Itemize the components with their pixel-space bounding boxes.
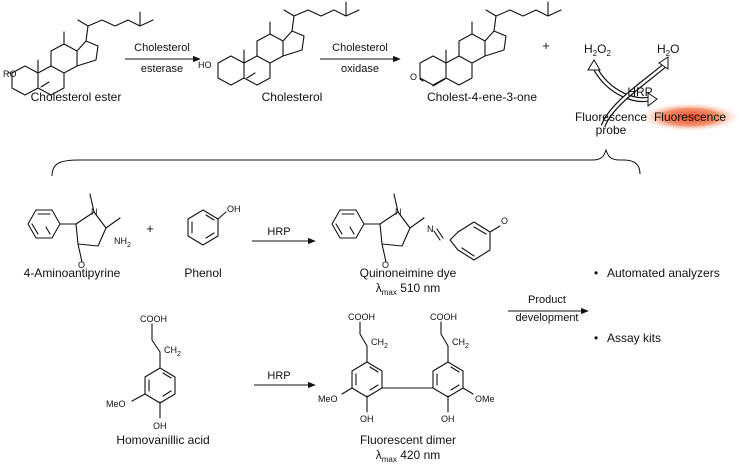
cholesterol-ester-structure: RO xyxy=(3,11,154,96)
fluorescence-glow xyxy=(638,102,742,132)
hva-cooh-label: COOH xyxy=(140,314,167,324)
hrp-label-reaction1: HRP xyxy=(267,226,290,238)
aap-nh2-label: NH2 xyxy=(114,236,131,249)
hrp-label-reaction2: HRP xyxy=(267,370,290,382)
cholesterol-label: Cholesterol xyxy=(262,90,323,104)
dye-o1-label: O xyxy=(382,260,389,270)
cholesterol-structure: HO xyxy=(198,1,360,86)
ho-group-label: HO xyxy=(198,60,212,70)
dye-o2-label: O xyxy=(501,216,508,226)
automated-analyzers-label: Automated analyzers xyxy=(607,266,720,280)
phenol-label: Phenol xyxy=(184,266,221,280)
fluorescence-probe-line1: Fluorescence xyxy=(575,110,647,124)
oxo-label: O xyxy=(410,72,417,82)
section-brace xyxy=(51,148,641,177)
oxidase-label-line2: oxidase xyxy=(341,63,379,75)
cholesterol-ester-label: Cholesterol ester xyxy=(31,90,122,104)
hrp-cycle-label: HRP xyxy=(627,85,652,99)
fluorescent-dimer-structure: COOH COOH CH2 CH2 MeO OMe OH OH xyxy=(318,312,495,424)
lambda-510-label: λmax 510 nm xyxy=(376,281,440,297)
phenol-oh-label: OH xyxy=(227,204,241,214)
quinoneimine-dye-label: Quinoneimine dye xyxy=(360,266,457,280)
hva-meo-label: MeO xyxy=(106,399,126,409)
esterase-label-line2: esterase xyxy=(141,63,183,75)
fluorescence-product-label: Fluorescence xyxy=(654,110,726,124)
homovanillic-acid-label: Homovanillic acid xyxy=(116,433,209,447)
dye-n2-label: N xyxy=(427,224,434,234)
fluorescent-dimer-label: Fluorescent dimer xyxy=(360,433,456,447)
dimer-cooh-right: COOH xyxy=(430,312,457,322)
bullet-automated-analyzers: • xyxy=(594,266,598,280)
aap-n-label: N xyxy=(91,207,98,217)
dimer-meo-label: MeO xyxy=(318,394,338,404)
esterase-label-line1: Cholesterol xyxy=(134,42,190,54)
product-development-line2: development xyxy=(516,312,579,324)
assay-kits-label: Assay kits xyxy=(607,331,661,345)
bullet-assay-kits: • xyxy=(594,331,598,345)
dimer-oh-right: OH xyxy=(441,414,455,424)
product-development-line1: Product xyxy=(528,294,566,306)
fluorescence-probe-line2: probe xyxy=(596,123,627,137)
aap-o-label: O xyxy=(78,260,85,270)
lambda-420-label: λmax 420 nm xyxy=(376,448,440,464)
hva-oh-label: OH xyxy=(153,421,167,431)
phenol-structure: OH xyxy=(187,204,241,246)
quinoneimine-structure: N N O O xyxy=(331,193,508,270)
dimer-cooh-left: COOH xyxy=(348,312,375,322)
h2o-label: H2O xyxy=(657,42,679,58)
oxidase-label-line1: Cholesterol xyxy=(332,42,388,54)
dye-n1-label: N xyxy=(395,207,402,217)
hrp-cycle: H2O2 H2O HRP Fluorescence probe Fluoresc… xyxy=(575,42,742,137)
cholestenone-label: Cholest-4-ene-3-one xyxy=(427,90,537,104)
hva-ch2-label: CH2 xyxy=(164,345,181,358)
plus-sign-top: + xyxy=(542,38,550,53)
dimer-ch2-right: CH2 xyxy=(452,337,469,350)
aminoantipyrine-structure: N NH2 O xyxy=(27,193,131,270)
dimer-ome-label: OMe xyxy=(475,394,495,404)
h2o2-label: H2O2 xyxy=(584,42,611,58)
dimer-ch2-left: CH2 xyxy=(371,337,388,350)
cholestenone-structure: O xyxy=(410,1,562,87)
plus-sign-reaction1: + xyxy=(146,221,154,236)
homovanillic-acid-structure: COOH CH2 MeO OH xyxy=(106,314,181,431)
dimer-oh-left: OH xyxy=(360,414,374,424)
ro-group-label: RO xyxy=(3,69,17,79)
aminoantipyrine-label: 4-Aminoantipyrine xyxy=(24,266,121,280)
